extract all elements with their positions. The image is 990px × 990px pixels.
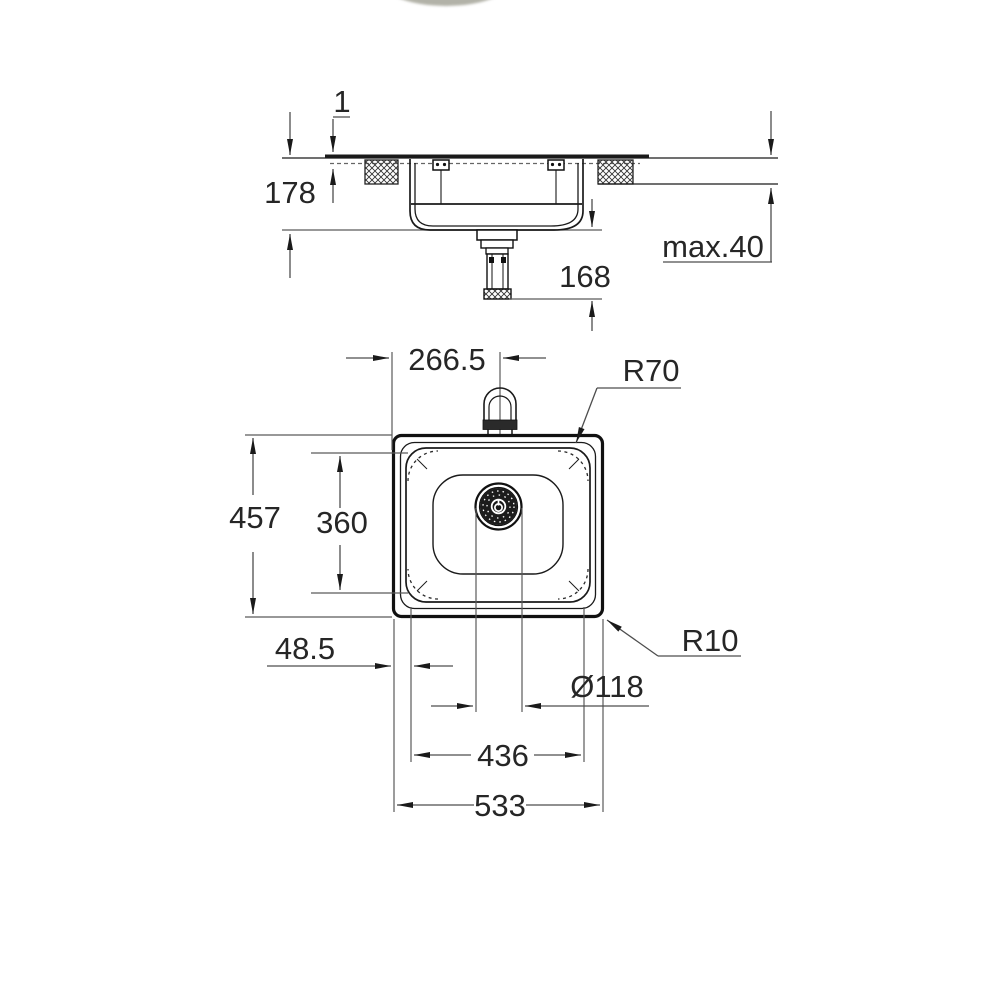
dim-overall-depth: 457 (229, 438, 281, 614)
drain-assembly (476, 229, 518, 300)
drain-nut (483, 288, 512, 300)
dim-bowl-width-label: 436 (477, 738, 529, 773)
fixing-clip-right (547, 159, 565, 171)
dim-drain-diameter: Ø118 (431, 669, 649, 709)
drain-knob-icon (494, 500, 503, 512)
callout-r70-label: R70 (623, 353, 680, 388)
countertop-hatch-right (597, 159, 634, 185)
drain-circle (474, 482, 523, 531)
extension-lines (245, 352, 604, 812)
dim-bowl-width: 436 (414, 738, 581, 773)
bowl-inner-wall (414, 163, 579, 227)
callout-r10-label: R10 (682, 623, 739, 658)
bowl-bottom-contour (432, 474, 564, 575)
bowl-opening-edge (405, 447, 591, 603)
dim-center-offset-label: 266.5 (408, 342, 486, 377)
countertop-hatch-left (364, 159, 399, 185)
side-section-view: 1 178 max.40 168 (264, 84, 778, 331)
dim-bowl-depth-label: 178 (264, 175, 316, 210)
dim-bowl-depth: 178 (264, 112, 316, 278)
dim-bowl-depth-inner-label: 360 (316, 505, 368, 540)
rim-inner-edge (399, 441, 597, 610)
callout-bowl-corner-radius: R70 (575, 353, 681, 444)
callout-rim-corner-radius: R10 (606, 619, 741, 658)
bowl-corner-slope-lines (416, 458, 580, 592)
fixing-clip-left (432, 159, 450, 171)
dim-counter-thickness-label: max.40 (662, 229, 764, 264)
dim-center-offset: 266.5 (346, 342, 546, 377)
dim-drain-clearance-label: 168 (559, 259, 611, 294)
dim-rim-lip: 1 (330, 84, 351, 203)
plan-view: 266.5 R70 457 360 48.5 R1 (229, 342, 741, 823)
dim-rim-offset: 48.5 (267, 631, 453, 669)
dim-drain-clearance: 168 (509, 199, 611, 331)
dim-bowl-depth-inner: 360 (316, 456, 368, 590)
dim-rim-lip-label: 1 (333, 84, 350, 119)
cropped-image-artifact (404, 0, 488, 6)
dim-rim-offset-label: 48.5 (275, 631, 335, 666)
dim-overall-width: 533 (397, 788, 600, 823)
dim-overall-width-label: 533 (474, 788, 526, 823)
dim-drain-diameter-label: Ø118 (570, 669, 644, 704)
dim-overall-depth-label: 457 (229, 500, 281, 535)
dim-counter-thickness: max.40 (662, 111, 774, 264)
